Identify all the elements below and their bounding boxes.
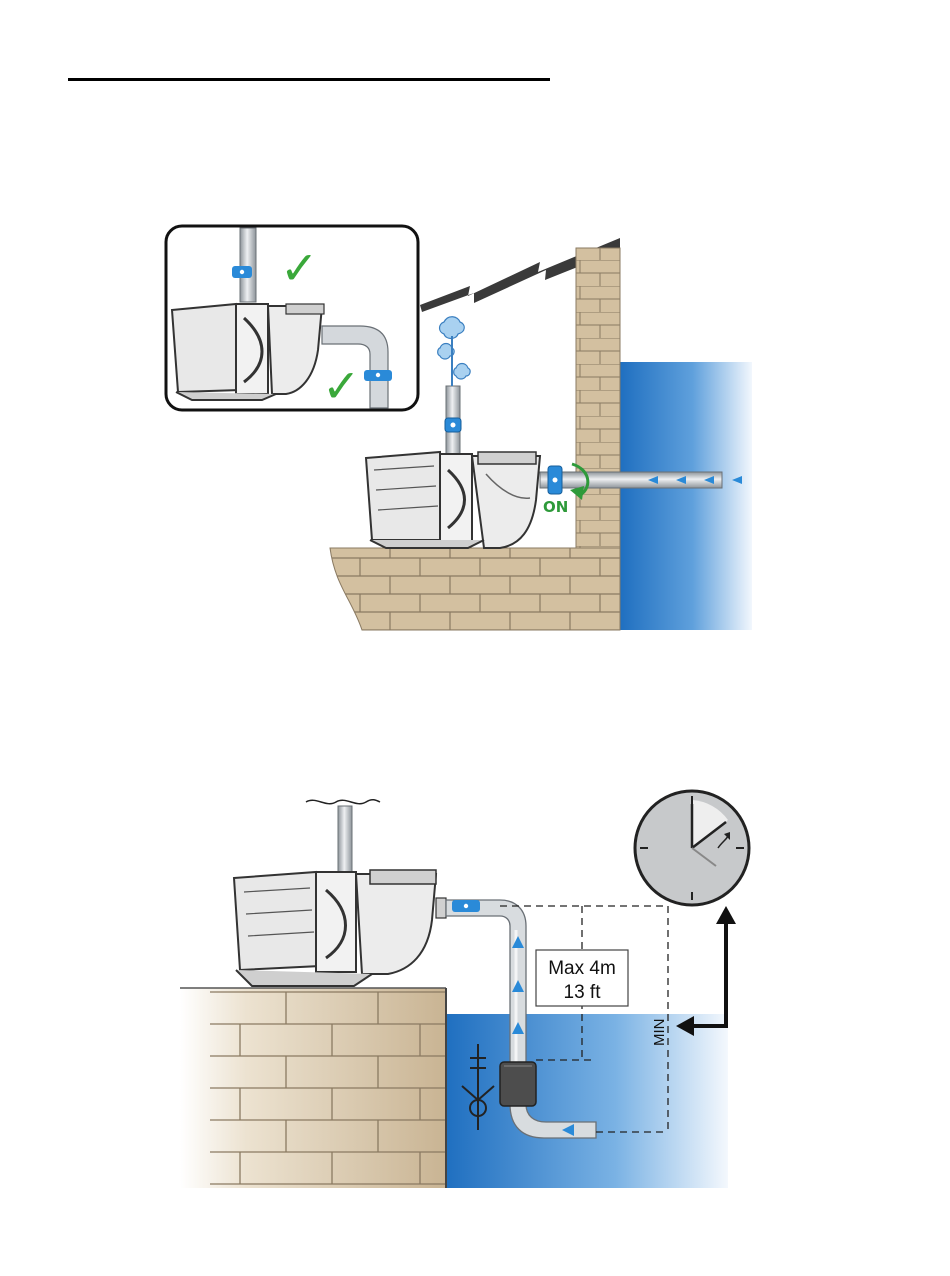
pipe-break-mark	[306, 800, 380, 804]
check-valve	[500, 1062, 536, 1106]
height-limit-line1: Max 4m	[548, 958, 616, 979]
suction-pipe	[540, 472, 722, 488]
top-figure: ON ✓ ✓	[166, 226, 752, 630]
pool-water	[620, 362, 752, 630]
check-mark-upper: ✓	[280, 241, 319, 295]
ground-ledge	[330, 548, 620, 630]
detail-inset: ✓ ✓	[166, 226, 418, 413]
check-mark-lower: ✓	[322, 359, 361, 413]
pump-top	[366, 452, 540, 548]
valve-on-label: ON	[543, 498, 568, 516]
pump-bottom	[234, 870, 446, 986]
pool-water-bottom	[446, 1014, 728, 1188]
water-level-min-label: MIN	[651, 1019, 668, 1047]
air-bubbles	[438, 317, 470, 379]
clock-icon	[635, 791, 749, 905]
height-limit-line2: 13 ft	[564, 982, 602, 1003]
bottom-figure: Max 4m 13 ft MIN	[180, 791, 749, 1188]
